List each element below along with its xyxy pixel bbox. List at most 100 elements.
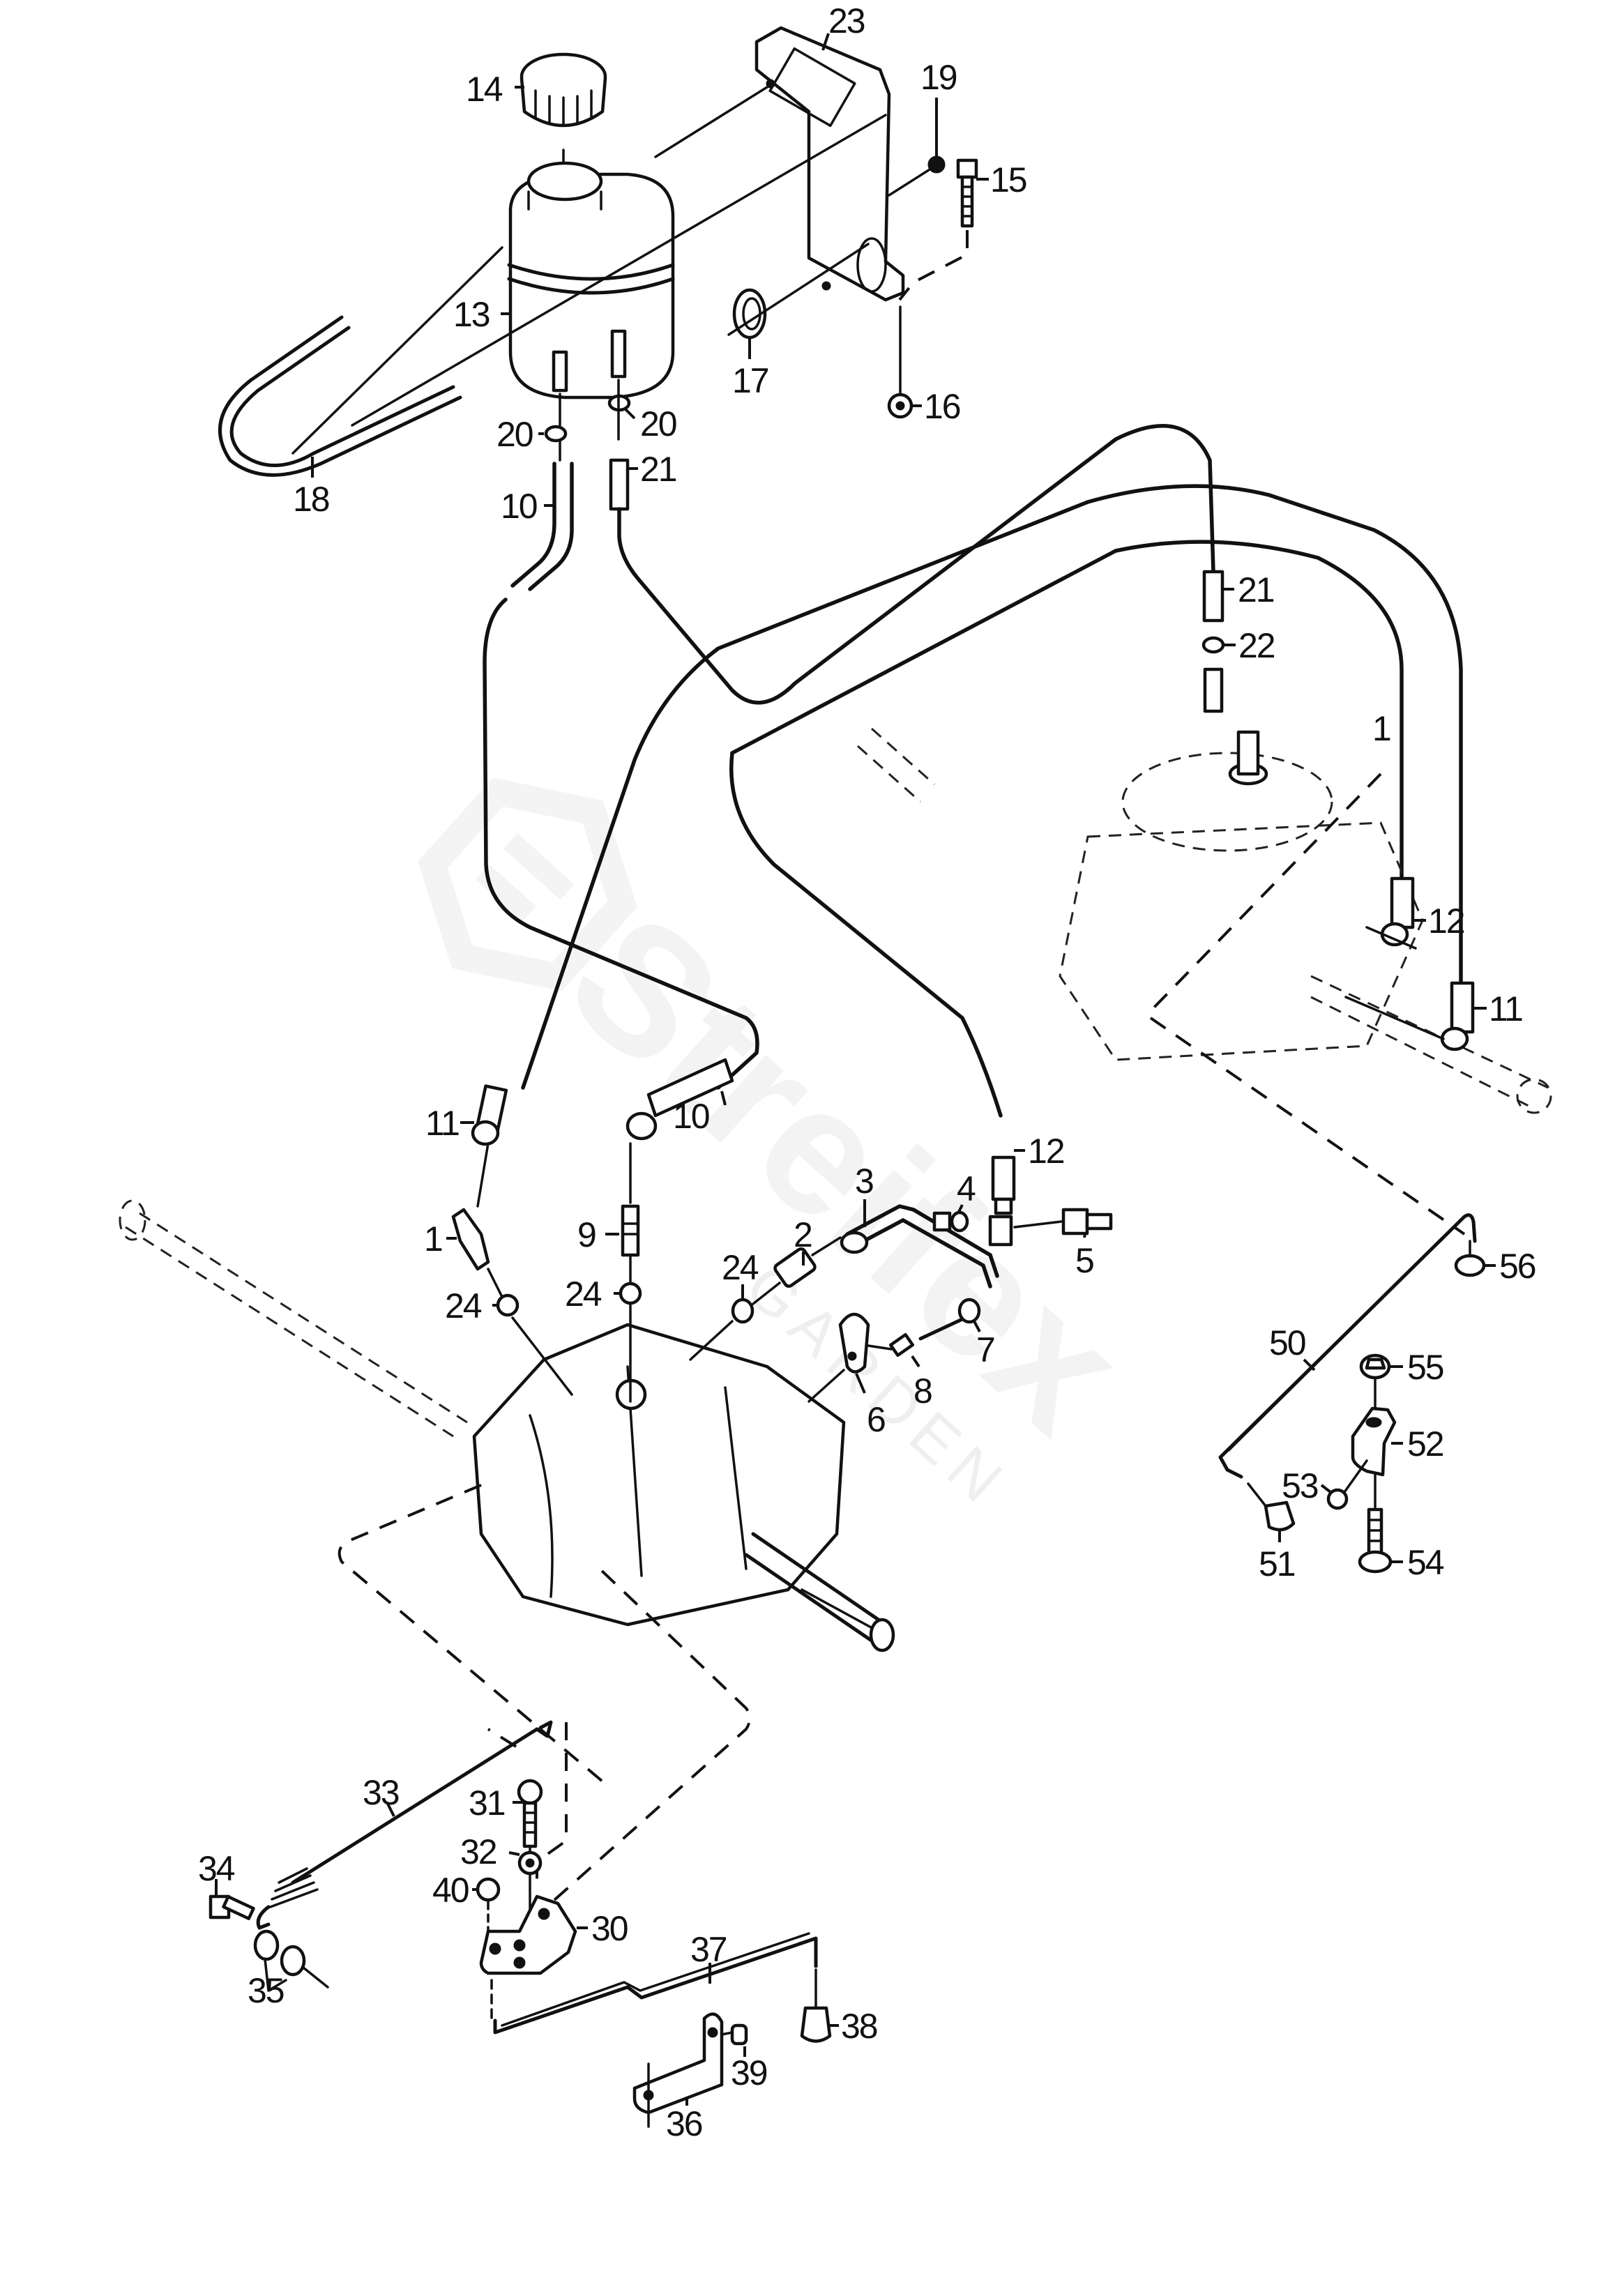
callout-55[interactable]: 55 <box>1407 1348 1445 1387</box>
callout-10-top[interactable]: 10 <box>501 487 538 526</box>
o-ring-24c <box>731 1298 755 1324</box>
rod-50 <box>1218 1213 1477 1479</box>
callout-19[interactable]: 19 <box>920 58 958 97</box>
callout-9[interactable]: 9 <box>577 1215 597 1254</box>
fitting-2 <box>773 1247 817 1288</box>
nut-39 <box>730 2023 748 2046</box>
callout-32[interactable]: 32 <box>460 1832 498 1871</box>
callout-22[interactable]: 22 <box>1238 626 1276 665</box>
tube-3 <box>840 1204 999 1288</box>
bushing-nut-35 <box>253 1929 306 1977</box>
transaxle-right <box>857 727 1552 1114</box>
leader-lines <box>215 33 1496 2106</box>
o-ring-4 <box>950 1210 969 1233</box>
callout-31[interactable]: 31 <box>469 1784 506 1823</box>
callout-10-left[interactable]: 10 <box>673 1097 711 1136</box>
callout-37[interactable]: 37 <box>690 1930 728 1969</box>
callout-8[interactable]: 8 <box>913 1371 933 1411</box>
callouts: 23 14 19 15 13 17 16 18 20 20 10 21 21 2… <box>198 1 1537 2143</box>
nut-55 <box>1359 1353 1391 1380</box>
callout-6[interactable]: 6 <box>867 1400 886 1439</box>
lever-bracket-30 <box>479 1894 577 1975</box>
callout-51[interactable]: 51 <box>1259 1544 1296 1583</box>
cap-51 <box>1264 1500 1296 1532</box>
callout-30[interactable]: 30 <box>591 1909 629 1948</box>
callout-4[interactable]: 4 <box>957 1169 977 1208</box>
fitting-10-left <box>625 1058 734 1141</box>
watermark-logo-icon <box>418 777 637 991</box>
cap-38 <box>800 2006 832 2043</box>
oil-reservoir <box>507 161 675 400</box>
callout-56[interactable]: 56 <box>1499 1247 1537 1286</box>
callout-23[interactable]: 23 <box>828 1 866 40</box>
fitting-11-left <box>471 1084 508 1146</box>
hydraulic-line-12 <box>729 540 1404 1118</box>
clamp-6 <box>838 1312 870 1374</box>
reservoir-cap <box>520 52 607 128</box>
callout-36[interactable]: 36 <box>666 2104 704 2143</box>
callout-11-left[interactable]: 11 <box>425 1104 460 1143</box>
callout-24-c[interactable]: 24 <box>722 1248 760 1287</box>
fitting-5 <box>1061 1208 1113 1236</box>
hose-10 <box>483 462 759 1090</box>
callout-2[interactable]: 2 <box>794 1215 813 1254</box>
callout-1-right[interactable]: 1 <box>1372 709 1392 748</box>
callout-53[interactable]: 53 <box>1282 1466 1319 1505</box>
callout-13[interactable]: 13 <box>453 295 491 334</box>
callout-50[interactable]: 50 <box>1269 1323 1307 1362</box>
callout-21-top[interactable]: 21 <box>640 450 678 489</box>
hose-21-end <box>1201 570 1225 713</box>
callout-35[interactable]: 35 <box>248 1971 285 2010</box>
fitting-12-left <box>988 1155 1016 1247</box>
bolt-34 <box>208 1894 255 1920</box>
callout-1-left[interactable]: 1 <box>424 1219 443 1259</box>
callout-15[interactable]: 15 <box>990 160 1028 199</box>
callout-24-b[interactable]: 24 <box>565 1275 603 1314</box>
washer-32 <box>517 1850 543 1876</box>
callout-52[interactable]: 52 <box>1407 1424 1445 1463</box>
bolt-31 <box>517 1779 543 1848</box>
callout-12-right[interactable]: 12 <box>1428 902 1466 941</box>
callout-17[interactable]: 17 <box>732 361 770 400</box>
fitting-11-right <box>1440 981 1475 1051</box>
callout-40[interactable]: 40 <box>432 1871 470 1910</box>
o-ring-24b <box>619 1282 642 1305</box>
u-bolt <box>218 315 462 477</box>
callout-7[interactable]: 7 <box>976 1330 996 1369</box>
callout-54[interactable]: 54 <box>1407 1543 1446 1582</box>
callout-5[interactable]: 5 <box>1075 1241 1095 1280</box>
callout-38[interactable]: 38 <box>841 2007 879 2046</box>
hose-21 <box>609 424 1215 705</box>
callout-16[interactable]: 16 <box>924 387 962 426</box>
lock-washer-56 <box>1454 1254 1486 1277</box>
spring-rod-33 <box>256 1720 553 1930</box>
hose-clamp-20a <box>544 425 568 443</box>
callout-24-a[interactable]: 24 <box>445 1286 483 1325</box>
callout-33[interactable]: 33 <box>363 1773 400 1812</box>
callout-39[interactable]: 39 <box>731 2053 768 2092</box>
rod-37 <box>493 1932 818 2035</box>
fitting-12-right <box>1380 876 1415 947</box>
callout-34[interactable]: 34 <box>198 1849 236 1888</box>
callout-20-left[interactable]: 20 <box>496 415 534 454</box>
nut-53 <box>1326 1488 1349 1510</box>
fitting-9 <box>621 1204 640 1257</box>
flange-nut-16 <box>887 393 913 419</box>
transaxle-left <box>119 1199 895 1652</box>
o-ring-24a <box>496 1293 520 1317</box>
bolt-54 <box>1358 1507 1393 1574</box>
callout-11-right[interactable]: 11 <box>1489 989 1524 1028</box>
callout-3[interactable]: 3 <box>855 1162 874 1201</box>
hydraulic-line-11 <box>521 484 1463 1090</box>
bolt-15 <box>956 158 978 228</box>
callout-18[interactable]: 18 <box>293 480 331 519</box>
callout-20-right[interactable]: 20 <box>640 404 678 443</box>
lock-washer-40 <box>476 1877 501 1902</box>
reservoir-bracket <box>755 26 905 302</box>
callout-12-left[interactable]: 12 <box>1028 1132 1066 1171</box>
callout-14[interactable]: 14 <box>466 70 504 109</box>
callout-21-right[interactable]: 21 <box>1238 570 1275 609</box>
fitting-4-nut <box>932 1211 952 1232</box>
elbow-fitting-1 <box>451 1208 490 1271</box>
